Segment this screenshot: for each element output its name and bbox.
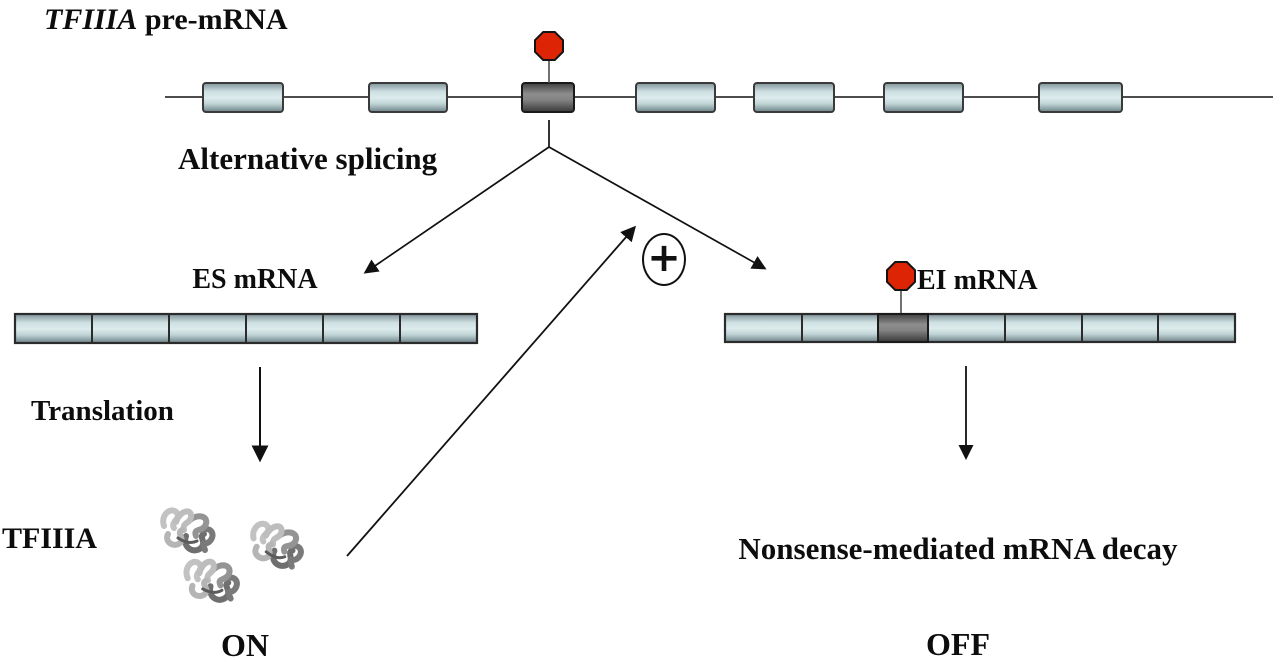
stop-codon-icon (886, 261, 916, 291)
es-mrna-segment-dividers (91, 314, 401, 343)
ei-mrna-label: EI mRNA (917, 265, 1038, 296)
exon (753, 82, 835, 113)
splice-arrow-to-ei (548, 146, 767, 270)
tfiiia-protein-label: TFIIIA (2, 522, 98, 555)
ei-mrna-included-exon-dark (877, 313, 929, 343)
exon (1038, 82, 1123, 113)
gene-name: TFIIIA (44, 3, 138, 36)
plus-in-circle-icon: + (642, 233, 686, 286)
exon (368, 82, 448, 113)
stop-codon-icon (534, 31, 564, 61)
ei-mrna-bar (723, 312, 1237, 344)
alternative-splicing-label: Alternative splicing (178, 141, 438, 176)
exon (202, 82, 284, 113)
figure-title: TFIIIA pre-mRNA (44, 5, 288, 35)
exon (635, 82, 716, 113)
protein-ribbon-icon (163, 510, 212, 550)
alternative-exon-dark (521, 82, 575, 113)
protein-ribbon-icon (186, 558, 239, 602)
translation-label: Translation (31, 395, 174, 427)
on-state-label: ON (221, 627, 269, 662)
ei-mrna-segment-dividers (801, 314, 1159, 342)
exon (883, 82, 964, 113)
protein-ribbon-icon (250, 523, 303, 568)
off-state-label: OFF (926, 626, 990, 662)
title-suffix: pre-mRNA (137, 3, 288, 36)
nonsense-mediated-decay-label: Nonsense-mediated mRNA decay (738, 531, 1178, 566)
positive-feedback-arrow (346, 225, 637, 557)
splice-arrow-to-es (363, 146, 550, 274)
es-mrna-label: ES mRNA (192, 264, 318, 295)
